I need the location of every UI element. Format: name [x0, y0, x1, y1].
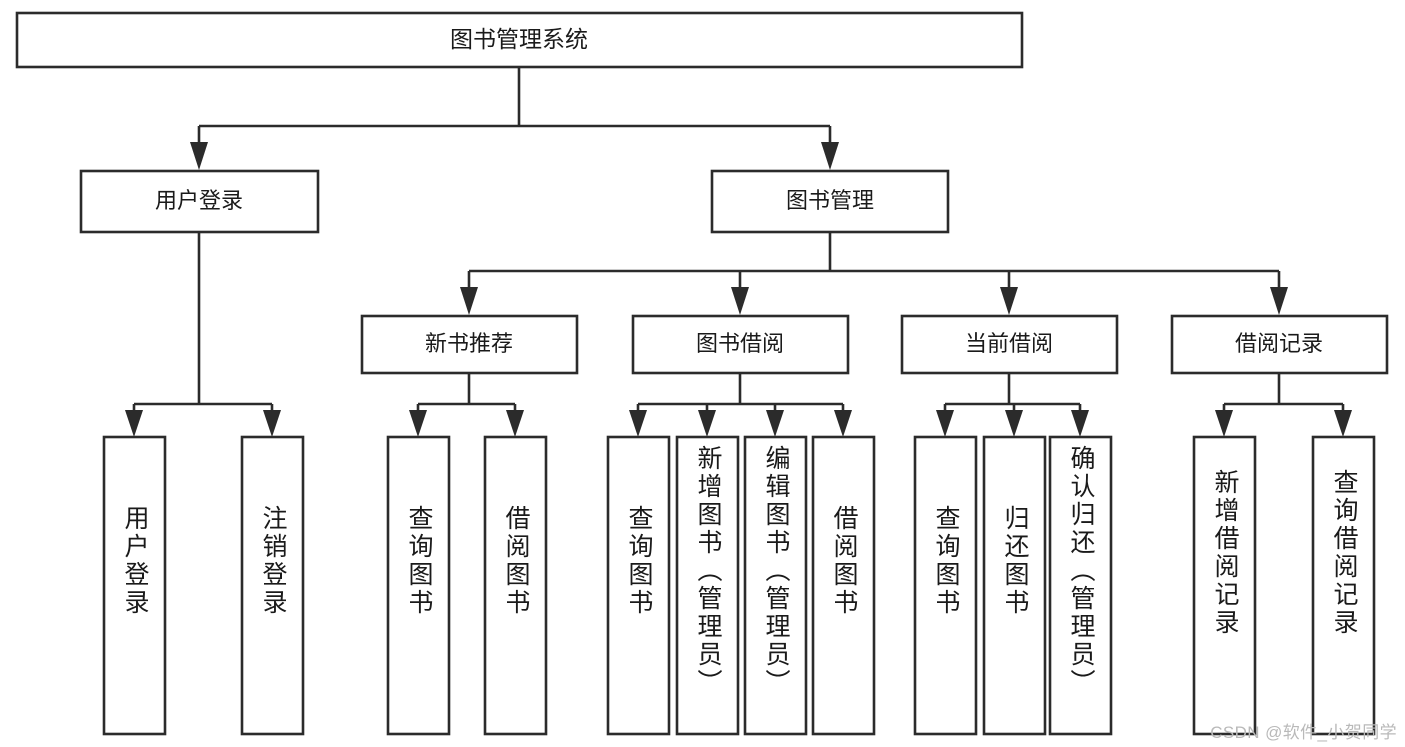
- node-book-management-label: 图书管理: [786, 188, 874, 213]
- leaf-new-book-0[interactable]: [386, 435, 451, 736]
- leaf-book-borrow-2[interactable]: [743, 435, 808, 736]
- leaf-user-login-1[interactable]: [240, 435, 305, 736]
- arrow-head-icon: [821, 142, 839, 170]
- arrow-head-icon: [766, 410, 784, 437]
- leaf-current-borrow-0[interactable]: [913, 435, 978, 736]
- node-borrow-records[interactable]: 借阅记录: [1170, 314, 1389, 375]
- arrow-head-icon: [263, 410, 281, 437]
- arrow-head-icon: [629, 410, 647, 437]
- node-new-book-recommend-label: 新书推荐: [425, 331, 513, 356]
- node-user-login[interactable]: 用户登录: [79, 169, 320, 234]
- node-book-borrow[interactable]: 图书借阅: [631, 314, 850, 375]
- arrow-head-icon: [125, 410, 143, 437]
- node-book-management[interactable]: 图书管理: [710, 169, 950, 234]
- leaf-book-borrow-1[interactable]: [675, 435, 740, 736]
- connector-bookmgmt-to-level2: [460, 232, 1288, 315]
- arrow-head-icon: [936, 410, 954, 437]
- arrow-head-icon: [834, 410, 852, 437]
- node-current-borrow-label: 当前借阅: [965, 331, 1053, 356]
- arrow-head-icon: [1000, 287, 1018, 315]
- connector-userlogin-to-leaves: [125, 232, 281, 437]
- connector-currentborrow-to-leaves: [936, 373, 1089, 437]
- arrow-head-icon: [1005, 410, 1023, 437]
- arrow-head-icon: [731, 287, 749, 315]
- leaf-current-borrow-2[interactable]: [1048, 435, 1113, 736]
- node-user-login-label: 用户登录: [155, 188, 243, 213]
- arrow-head-icon: [1334, 410, 1352, 437]
- leaf-user-login-0[interactable]: [102, 435, 167, 736]
- node-current-borrow[interactable]: 当前借阅: [900, 314, 1119, 375]
- arrow-head-icon: [409, 410, 427, 437]
- leaf-book-borrow-3[interactable]: [811, 435, 876, 736]
- watermark: CSDN @软件_小贺同学: [1210, 723, 1397, 742]
- connector-newbook-to-leaves: [409, 373, 524, 437]
- connector-root-to-level1: [190, 67, 839, 170]
- arrow-head-icon: [190, 142, 208, 170]
- connector-borrowrecord-to-leaves: [1215, 373, 1352, 437]
- leaf-borrow-records-1[interactable]: [1311, 435, 1376, 736]
- leaf-borrow-records-0[interactable]: [1192, 435, 1257, 736]
- arrow-head-icon: [698, 410, 716, 437]
- leaf-new-book-1[interactable]: [483, 435, 548, 736]
- arrow-head-icon: [1215, 410, 1233, 437]
- arrow-head-icon: [460, 287, 478, 315]
- node-book-borrow-label: 图书借阅: [696, 331, 784, 356]
- leaf-book-borrow-0[interactable]: [606, 435, 671, 736]
- connector-bookborrow-to-leaves: [629, 373, 852, 437]
- node-root-label: 图书管理系统: [450, 26, 588, 52]
- node-new-book-recommend[interactable]: 新书推荐: [360, 314, 579, 375]
- node-root[interactable]: 图书管理系统: [15, 11, 1024, 69]
- node-borrow-records-label: 借阅记录: [1235, 331, 1323, 356]
- arrow-head-icon: [506, 410, 524, 437]
- leaf-current-borrow-1[interactable]: [982, 435, 1047, 736]
- arrow-head-icon: [1270, 287, 1288, 315]
- arrow-head-icon: [1071, 410, 1089, 437]
